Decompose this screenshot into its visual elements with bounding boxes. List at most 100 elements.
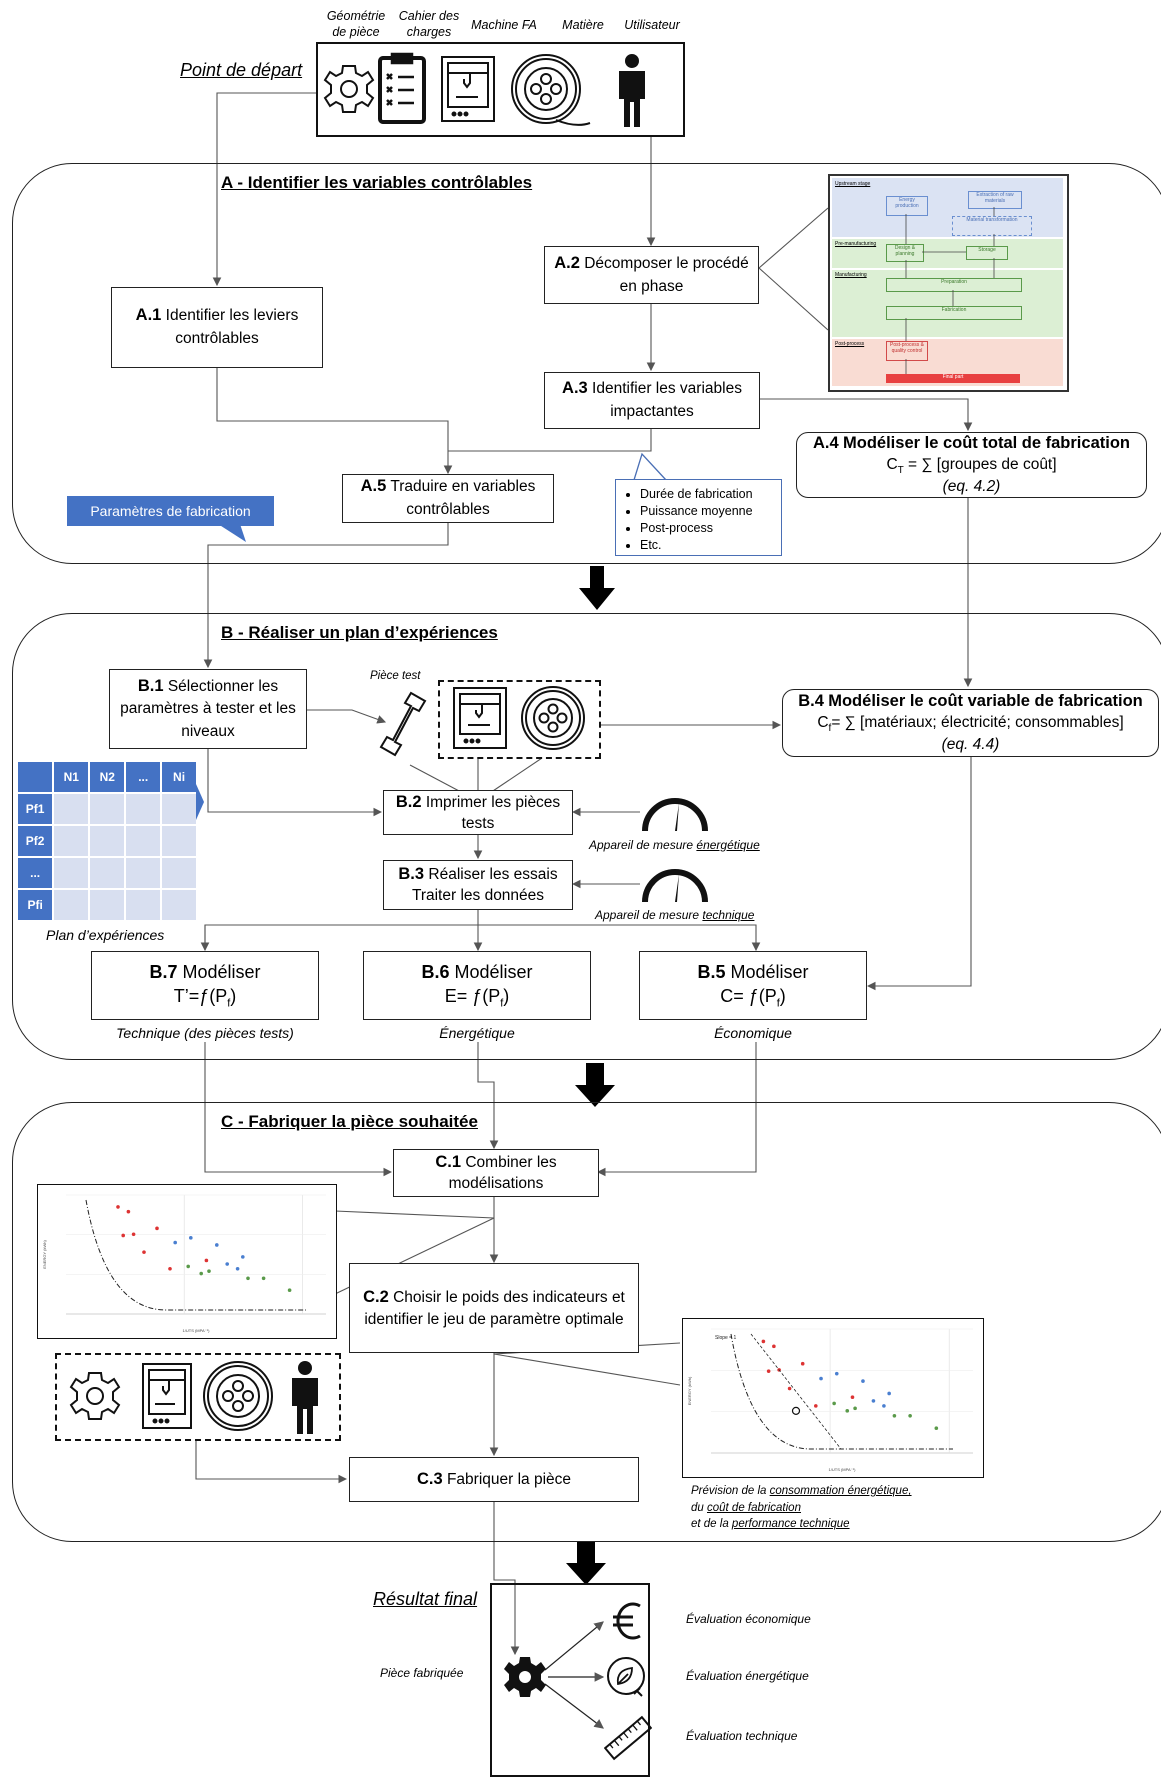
step-c3-text: Fabriquer la pièce <box>446 1470 572 1488</box>
step-c1[interactable]: C.1 Combiner les modélisations <box>393 1149 599 1197</box>
step-a1[interactable]: A.1 Identifier les leviers contrôlables <box>111 287 323 368</box>
b6-caption: Énergétique <box>439 1025 515 1041</box>
start-input-label: Matière <box>562 18 604 32</box>
doe-caption: Plan d’expériences <box>46 927 165 943</box>
step-b4-code: B.4 <box>798 691 824 710</box>
clipboard-icon <box>378 52 426 124</box>
big-arrow-b-c <box>575 1063 615 1107</box>
big-arrow-a-b <box>579 566 615 610</box>
step-b5-code: B.5 <box>697 961 726 982</box>
plot-point <box>814 1404 818 1408</box>
step-b4[interactable]: B.4 Modéliser le coût variable de fabric… <box>782 689 1159 757</box>
doe-header-cell: ... <box>126 762 161 792</box>
step-c1-text: Combiner les modélisations <box>448 1154 557 1192</box>
doe-row-header: Pf2 <box>18 826 53 856</box>
step-b7-formula: T’=ƒ(Pf) <box>173 985 237 1010</box>
eval-technical: Évaluation technique <box>686 1729 798 1743</box>
pareto-plot-2: ENERGY (kWh)1/UTS (MPA⁻¹)Slope = 1 <box>682 1318 984 1478</box>
pareto-frontier <box>730 1333 953 1450</box>
step-a5-code: A.5 <box>360 477 387 496</box>
plot-point <box>871 1399 876 1403</box>
plot-point <box>215 1243 219 1247</box>
plot-point <box>834 1371 839 1376</box>
3d-printer-icon <box>441 56 495 122</box>
step-b5[interactable]: B.5 Modéliser C= ƒ(Pf) <box>639 951 867 1020</box>
step-b4-eq: (eq. 4.4) <box>941 736 1000 754</box>
step-b3-code: B.3 <box>398 865 425 884</box>
prediction-caption: Prévision de la consommation énergétique… <box>691 1485 912 1531</box>
plot-point <box>168 1266 172 1271</box>
doe-header-cell: N1 <box>54 762 89 792</box>
step-a3-text: Identifier les variables impactantes <box>592 380 742 421</box>
step-a5[interactable]: A.5 Traduire en variables contrôlables <box>342 474 554 523</box>
doe-cell <box>126 794 161 824</box>
energy-leaf-icon <box>607 1657 645 1697</box>
plot-point <box>116 1205 120 1209</box>
doe-header-cell: Ni <box>162 762 196 792</box>
energy-meter-icon <box>642 798 708 832</box>
b5-caption: Économique <box>714 1025 792 1041</box>
step-b2[interactable]: B.2 Imprimer les pièces tests <box>383 790 573 835</box>
result-label: Résultat final <box>373 1589 478 1609</box>
proc-box: Storage <box>966 246 1008 260</box>
start-input-label: Géométrie de pièce <box>326 9 386 40</box>
plot-point <box>892 1414 897 1418</box>
doe-header-cell: N2 <box>90 762 125 792</box>
gear-icon <box>69 1372 121 1420</box>
doe-cell <box>162 858 196 888</box>
bullets-callout-tail <box>633 452 667 481</box>
step-c2[interactable]: C.2 Choisir le poids des indicateurs et … <box>349 1263 639 1353</box>
plot-point <box>850 1395 855 1399</box>
step-b6-formula: E= ƒ(Pf) <box>444 985 510 1010</box>
plot-point <box>761 1339 766 1344</box>
plot-point <box>121 1233 125 1238</box>
impacting-variables-list: Durée de fabricationPuissance moyennePos… <box>615 479 782 556</box>
step-b6[interactable]: B.6 Modéliser E= ƒ(Pf) <box>363 951 591 1020</box>
stage-premanufacturing: Pre-manufacturing <box>835 241 877 247</box>
step-a2[interactable]: A.2 Décomposer le procédé en phase <box>544 246 759 304</box>
filament-spool-icon <box>203 1361 273 1431</box>
doe-cell <box>54 858 89 888</box>
impacting-variable-item: Durée de fabrication <box>640 486 771 503</box>
step-a4-code: A.4 <box>813 433 839 452</box>
step-b7[interactable]: B.7 Modéliser T’=ƒ(Pf) <box>91 951 319 1020</box>
impacting-variable-item: Puissance moyenne <box>640 503 771 520</box>
step-a4[interactable]: A.4 Modéliser le coût total de fabricati… <box>796 432 1147 498</box>
doe-cell <box>90 890 125 920</box>
eval-energy: Évaluation énergétique <box>686 1669 809 1683</box>
proc-box: Energy production <box>886 196 928 216</box>
energy-meter-label: Appareil de mesure énergétique <box>589 838 760 852</box>
step-b1[interactable]: B.1 Sélectionner les paramètres à tester… <box>109 669 307 749</box>
step-b7-text: Modéliser <box>182 961 261 982</box>
doe-row-header: Pf1 <box>18 794 53 824</box>
plot-point <box>207 1269 211 1273</box>
proc-box: Post-process & quality control <box>886 341 928 361</box>
plot-point <box>887 1391 891 1396</box>
plot-point <box>819 1376 823 1381</box>
plot-point <box>800 1361 805 1366</box>
step-a1-code: A.1 <box>135 306 162 325</box>
plot-xlabel: 1/UTS (MPA⁻¹) <box>183 1328 211 1333</box>
manufactured-part-label: Pièce fabriquée <box>380 1666 464 1680</box>
plot-point <box>225 1262 229 1266</box>
step-a3[interactable]: A.3 Identifier les variables impactantes <box>544 372 760 429</box>
start-label: Point de départ <box>180 60 303 80</box>
plot-point <box>772 1344 776 1349</box>
step-c2-text: Choisir le poids des indicateurs et iden… <box>364 1288 625 1328</box>
plot-point <box>261 1276 266 1281</box>
gear-icon <box>323 65 375 113</box>
process-decomposition-image: Upstream stage Pre-manufacturing Manufac… <box>828 174 1069 392</box>
doe-pointer <box>196 784 204 820</box>
doe-row-header: ... <box>18 858 53 888</box>
proc-box: Extraction of raw materials <box>968 191 1022 209</box>
step-b7-code: B.7 <box>149 961 178 982</box>
step-b3[interactable]: B.3 Réaliser les essais Traiter les donn… <box>383 860 573 910</box>
plot-point <box>787 1386 792 1391</box>
phase-b-title: B - Réaliser un plan d’expériences <box>221 623 498 642</box>
step-b3-text: Réaliser les essais Traiter les données <box>411 866 558 904</box>
doe-cell <box>90 826 125 856</box>
plot-point <box>241 1255 245 1259</box>
step-c3[interactable]: C.3 Fabriquer la pièce <box>349 1457 639 1502</box>
phase-a-frame <box>12 163 1161 564</box>
